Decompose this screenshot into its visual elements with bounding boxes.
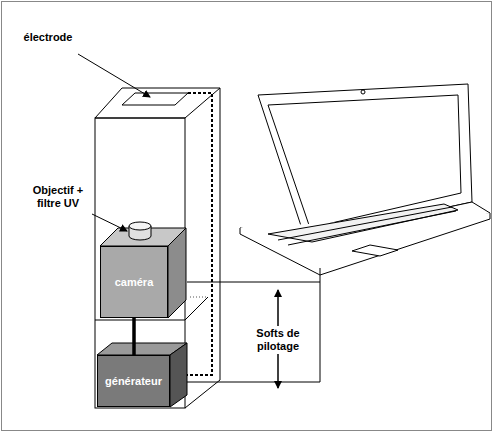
housing [95,88,220,408]
laptop [240,84,490,275]
electrode-wire [187,93,212,375]
callout-label: électrode [22,30,75,45]
leader-line [78,54,150,97]
camera-side [168,228,186,318]
electrode [122,93,188,105]
power-link [132,318,136,355]
device-box: caméra [100,246,168,318]
generator-side [170,343,187,407]
callout-label: Softs de pilotage [244,326,312,354]
callout-label: Objectif + filtre UV [21,183,95,211]
leader-line [92,214,127,231]
objective [129,222,151,240]
double-arrow [277,290,279,300]
box-label: caméra [115,276,154,288]
cable [187,275,320,382]
device-box: générateur [97,355,170,407]
box-label: générateur [105,375,162,387]
